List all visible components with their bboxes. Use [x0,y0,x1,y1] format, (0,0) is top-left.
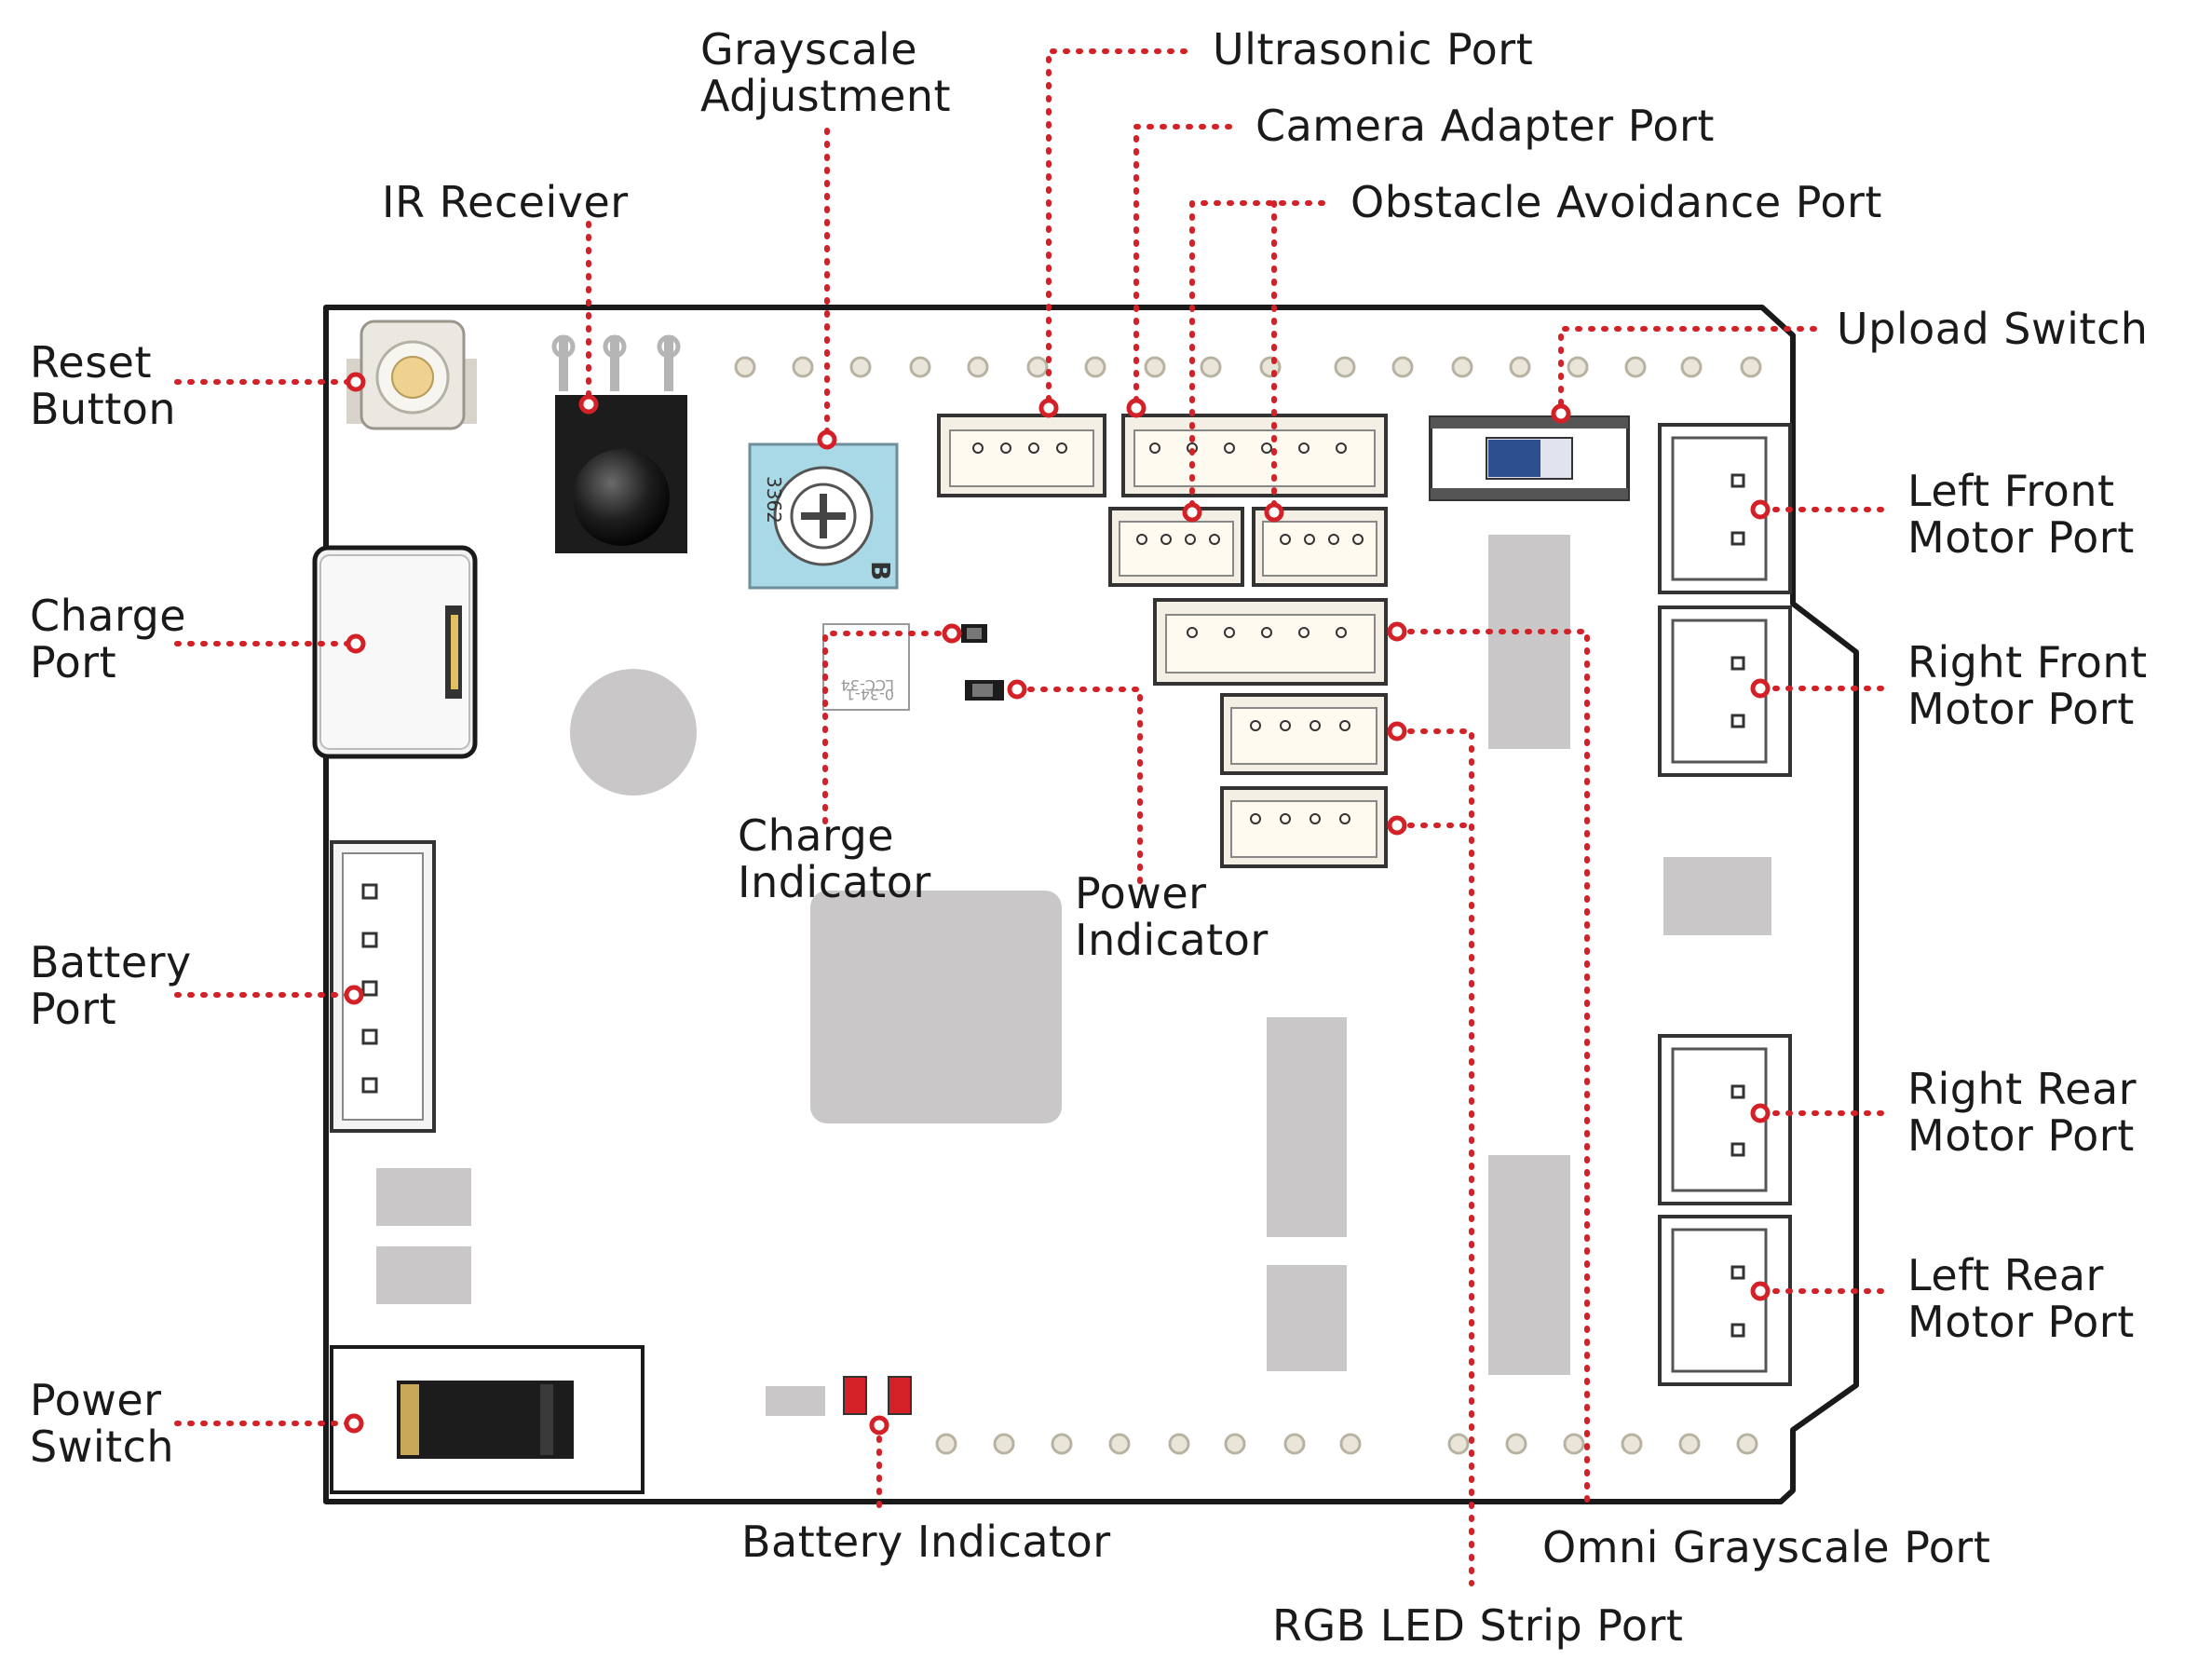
header-pin [1740,356,1762,378]
upload-switch[interactable] [1429,415,1630,501]
ic-chip-small [1267,1265,1347,1371]
header-pin-row-bottom [935,1433,1758,1455]
header-pin [1678,1433,1701,1455]
crystal-code-1: LCC-34 [841,676,894,694]
header-pin-row-top [734,356,1762,378]
omni-grayscale-port[interactable] [1153,598,1388,686]
header-pin [1026,356,1049,378]
reset-button[interactable] [346,320,477,430]
header-pin [1224,1433,1246,1455]
camera-adapter-port[interactable] [1121,414,1388,497]
battery-indicator-leds [766,1376,912,1416]
ic-chip-upper [1488,535,1570,749]
label-upload-switch: Upload Switch [1837,304,2149,354]
inductor [810,891,1062,1123]
potentiometer-letter: B [865,561,896,580]
header-pin [1051,1433,1073,1455]
label-ir-receiver: IR Receiver [382,177,629,227]
right-rear-motor-port[interactable] [1658,1034,1792,1205]
label-omni-grayscale-port: Omni Grayscale Port [1542,1522,1991,1572]
leader-end-markers [344,372,1771,1435]
ic-chip-right [1663,857,1771,935]
header-pin [1108,1433,1131,1455]
header-pin [1334,356,1356,378]
label-ultrasonic-port: Ultrasonic Port [1213,24,1534,75]
right-front-motor-port[interactable] [1658,605,1792,777]
ic-chip-left-1 [376,1168,471,1226]
potentiometer-code: 3362 [763,476,785,524]
header-pin [1624,356,1647,378]
label-camera-adapter-port: Camera Adapter Port [1255,101,1715,151]
ultrasonic-port[interactable] [937,414,1106,497]
label-rgb-led-strip-port: RGB LED Strip Port [1272,1600,1684,1651]
header-pin [1509,356,1531,378]
left-front-motor-port[interactable] [1658,423,1792,594]
ir-receiver [551,334,687,553]
round-capacitor [570,669,697,796]
header-pin [935,1433,957,1455]
leader-rgb-led-strip-port [1394,728,1474,1586]
leader-power-indicator [1014,687,1143,888]
header-pin [1451,356,1473,378]
header-pin [1168,1433,1190,1455]
leader-charge-indicator [822,631,955,832]
rgb-led-strip-port-1[interactable] [1220,693,1388,775]
grayscale-potentiometer[interactable]: 3362 B [748,442,899,590]
battery-port[interactable] [330,840,436,1133]
ic-chip-middle [1267,1017,1347,1237]
header-pin [1144,356,1166,378]
label-battery-indicator: Battery Indicator [741,1517,1111,1567]
header-pin [909,356,931,378]
header-pin [1283,1433,1306,1455]
header-pin [967,356,989,378]
header-pin [1736,1433,1758,1455]
header-pin [1563,1433,1585,1455]
header-pin [1567,356,1589,378]
left-rear-motor-port[interactable] [1658,1215,1792,1386]
leader-lines [174,48,1884,1586]
ic-chip-left-2 [376,1246,471,1304]
header-pin [1505,1433,1527,1455]
header-pin [734,356,756,378]
header-pin [1680,356,1703,378]
ic-chip-lower [1488,1155,1570,1375]
header-pin [1339,1433,1362,1455]
header-pin [1391,356,1414,378]
obstacle-avoidance-port-left[interactable] [1108,507,1244,587]
rgb-led-strip-port-2[interactable] [1220,786,1388,868]
leader-camera-adapter-port [1133,124,1232,411]
header-pin [1447,1433,1470,1455]
leader-obstacle-avoidance-port [1189,200,1325,513]
power-switch[interactable] [330,1345,645,1494]
header-pin [1084,356,1106,378]
header-pin [993,1433,1015,1455]
charge-indicator-module: LCC-34 0-34-1 [822,623,910,711]
header-pin [1621,1433,1643,1455]
leader-omni-grayscale-port [1394,629,1590,1506]
header-pin [1200,356,1222,378]
crystal-code-2: 0-34-1 [846,686,894,703]
header-pin [792,356,814,378]
label-obstacle-avoidance-port: Obstacle Avoidance Port [1350,177,1882,227]
header-pin [849,356,872,378]
charge-port[interactable] [312,545,478,759]
power-indicator-led [965,680,1004,701]
charge-indicator-led [961,624,987,643]
